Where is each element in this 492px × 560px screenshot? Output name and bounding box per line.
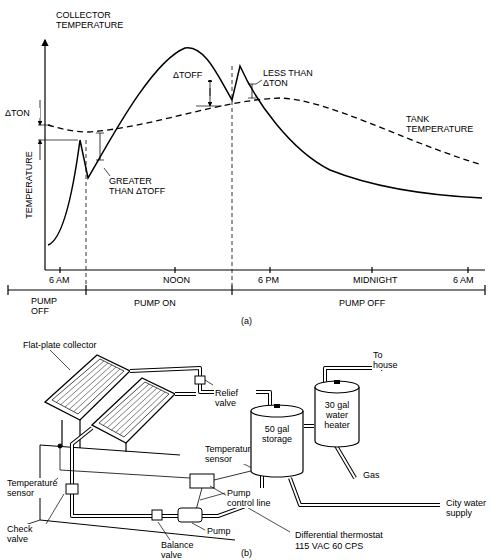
label: TANK TEMPERATURE — [405, 114, 467, 134]
label: (a) — [240, 316, 253, 326]
collector-tube — [103, 384, 149, 425]
label: Differential thermostat — [294, 530, 384, 540]
label: Temperature sensor — [6, 478, 54, 498]
tank-label: 50 gal storage — [250, 404, 304, 450]
label: COLLECTOR TEMPERATURE — [55, 10, 137, 30]
tank-label: 30 gal water heater — [314, 380, 360, 436]
collector-tube — [61, 363, 108, 405]
label: To house — [372, 350, 404, 370]
label: Check valve — [6, 524, 48, 544]
label: PUMP OFF — [338, 298, 386, 308]
label: ΔTOFF — [172, 70, 214, 80]
label: Relief valve — [214, 388, 256, 408]
collector-tube — [120, 392, 165, 435]
collector-tube — [65, 365, 112, 407]
label: Gas — [362, 470, 381, 480]
collector-tube — [69, 367, 116, 409]
label: 115 VAC 60 CPS — [294, 541, 364, 551]
collector-tube — [116, 390, 161, 432]
label: MIDNIGHT — [352, 275, 399, 285]
label: GREATER THAN ΔTOFF — [108, 176, 172, 196]
label: (b) — [240, 548, 253, 558]
label: ΔTON — [4, 108, 40, 118]
pipe — [304, 426, 314, 427]
label: NOON — [162, 275, 191, 285]
label: PUMP OFF — [30, 296, 62, 316]
label: City water supply — [445, 498, 492, 518]
collector-tube — [74, 369, 120, 412]
tank: 50 gal storage — [250, 404, 304, 478]
tank: 30 gal water heater — [314, 380, 360, 448]
collector-tube — [112, 388, 158, 430]
label: TEMPERATURE — [24, 144, 34, 226]
label: 6 PM — [257, 275, 280, 285]
label: 6 AM — [48, 275, 71, 285]
label: Flat-plate collector — [22, 340, 98, 350]
label: Pump — [206, 526, 232, 536]
label: Balance valve — [160, 540, 217, 560]
label: Pump control line — [226, 488, 274, 508]
label: 6 AM — [452, 275, 475, 285]
collector-tube — [107, 386, 153, 428]
label: PUMP ON — [133, 298, 177, 308]
collector-tube — [56, 361, 104, 402]
label: LESS THAN ΔTON — [262, 68, 324, 88]
